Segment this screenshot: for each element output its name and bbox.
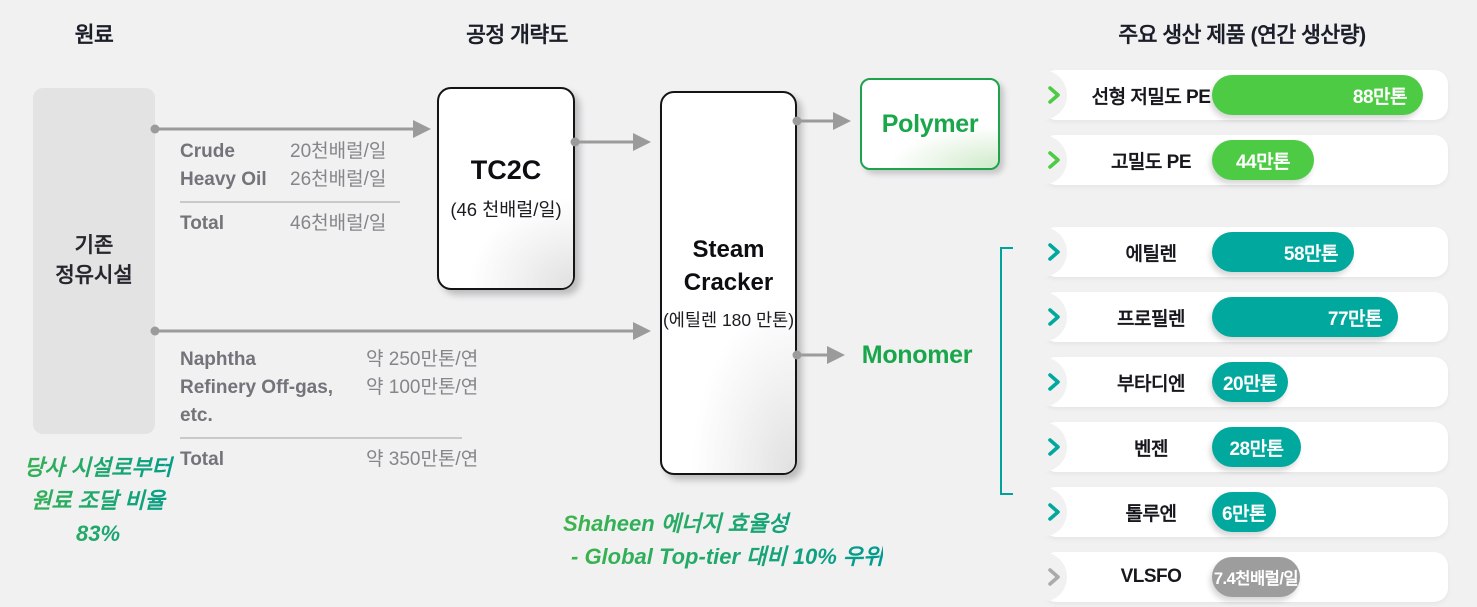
product-label: 부타디엔 — [1117, 373, 1185, 395]
monomer-label: Monomer — [861, 341, 973, 369]
existing-refinery-label-line1: 기존 — [74, 233, 114, 257]
feed-row: Heavy Oil 26천배럴/일 — [180, 166, 400, 194]
energy-efficiency-note: Shaheen 에너지 효율성 - Global Top-tier 대비 10%… — [563, 507, 883, 573]
feed-label: Naphtha — [180, 349, 256, 370]
product-label: VLSFO — [1120, 566, 1182, 587]
feed-label: Heavy Oil — [180, 169, 267, 190]
product-quantity-pill: 6만톤 — [1212, 492, 1276, 532]
tc2c-box: TC2C (46 천배럴/일) — [437, 87, 575, 290]
existing-refinery-label-line2: 정유시설 — [55, 264, 133, 287]
product-quantity-pill: 7.4천배럴/일 — [1212, 557, 1300, 597]
product-quantity-pill: 44만톤 — [1212, 140, 1314, 180]
feed-value: 약 250만톤/연 — [366, 349, 479, 370]
feed-value: 26천배럴/일 — [290, 169, 387, 190]
table-divider — [180, 437, 462, 439]
feed-table-annual: Naphtha 약 250만톤/연 Refinery Off-gas, etc.… — [180, 346, 478, 474]
feed-row: Naphtha 약 250만톤/연 — [180, 346, 478, 374]
chevron-right-icon — [1048, 86, 1060, 104]
chevron-right-icon — [1048, 568, 1060, 586]
chevron-right-icon — [1048, 151, 1060, 169]
feed-total-label: Total — [180, 449, 224, 470]
product-row: 벤젠 28만톤 — [1017, 422, 1448, 472]
polymer-label: Polymer — [881, 109, 979, 138]
feed-total-label: Total — [180, 213, 224, 234]
product-row: 고밀도 PE 44만톤 — [1017, 135, 1448, 185]
chevron-right-icon — [1048, 308, 1060, 326]
product-quantity-pill: 58만톤 — [1212, 232, 1354, 272]
product-row: VLSFO 7.4천배럴/일 — [1017, 552, 1448, 602]
product-quantity-pill: 88만톤 — [1212, 75, 1423, 115]
product-label: 선형 저밀도 PE — [1091, 86, 1211, 108]
feed-total-row: Total 46천배럴/일 — [180, 210, 400, 238]
feed-table-daily: Crude 20천배럴/일 Heavy Oil 26천배럴/일 Total 46… — [180, 138, 400, 238]
product-row: 톨루엔 6만톤 — [1017, 487, 1448, 537]
tc2c-title: TC2C — [470, 155, 542, 185]
tc2c-capacity: (46 천배럴/일) — [450, 199, 562, 220]
chevron-right-icon — [1048, 438, 1060, 456]
product-label: 프로필렌 — [1117, 308, 1185, 330]
products-panel: 선형 저밀도 PE 88만톤 고밀도 PE 44만톤 에틸렌 58만톤 프로필렌… — [1017, 70, 1448, 607]
energy-efficiency-line2: - Global Top-tier 대비 10% 우위 — [571, 544, 884, 569]
feed-label: Crude — [180, 141, 235, 162]
feed-label: Refinery Off-gas, etc. — [180, 377, 334, 426]
existing-refinery-box: 기존 정유시설 — [33, 88, 155, 434]
table-divider — [180, 201, 400, 203]
product-label: 벤젠 — [1134, 438, 1168, 460]
product-label: 에틸렌 — [1125, 243, 1177, 265]
steam-cracker-box: Steam Cracker (에틸렌 180 만톤) — [660, 91, 797, 475]
supply-ratio-percent: 83% — [75, 521, 121, 546]
product-label: 톨루엔 — [1125, 503, 1177, 525]
product-quantity-pill: 77만톤 — [1212, 297, 1398, 337]
polymer-box: Polymer — [860, 78, 1000, 170]
feed-row: Refinery Off-gas, etc. 약 100만톤/연 — [180, 374, 478, 430]
energy-efficiency-line1: Shaheen 에너지 효율성 — [563, 511, 789, 536]
feed-total-row: Total 약 350만톤/연 — [180, 446, 478, 474]
feed-total-value: 46천배럴/일 — [290, 213, 387, 234]
product-row: 에틸렌 58만톤 — [1017, 227, 1448, 277]
supply-ratio-line1: 당사 시설로부터 — [24, 455, 172, 480]
chevron-right-icon — [1048, 503, 1060, 521]
product-row: 프로필렌 77만톤 — [1017, 292, 1448, 342]
feed-value: 약 100만톤/연 — [366, 377, 479, 398]
header-feedstock: 원료 — [74, 23, 114, 47]
feed-row: Crude 20천배럴/일 — [180, 138, 400, 166]
chevron-right-icon — [1048, 373, 1060, 391]
product-label: 고밀도 PE — [1110, 151, 1192, 173]
header-process-overview: 공정 개략도 — [466, 23, 568, 47]
feed-value: 20천배럴/일 — [290, 141, 387, 162]
product-quantity-pill: 28만톤 — [1212, 427, 1301, 467]
steam-cracker-capacity: (에틸렌 180 만톤) — [662, 309, 795, 330]
feed-total-value: 약 350만톤/연 — [366, 449, 479, 470]
product-row: 선형 저밀도 PE 88만톤 — [1017, 70, 1448, 120]
header-products: 주요 생산 제품 (연간 생산량) — [1118, 23, 1366, 47]
product-row: 부타디엔 20만톤 — [1017, 357, 1448, 407]
supply-ratio-note: 당사 시설로부터 원료 조달 비율 83% — [0, 451, 196, 550]
product-quantity-pill: 20만톤 — [1212, 362, 1288, 402]
chevron-right-icon — [1048, 243, 1060, 261]
supply-ratio-line2: 원료 조달 비율 — [31, 488, 165, 513]
monomer-group-bracket — [1000, 247, 1013, 495]
steam-cracker-title-line2: Cracker — [683, 268, 774, 296]
steam-cracker-title-line1: Steam — [692, 236, 765, 264]
